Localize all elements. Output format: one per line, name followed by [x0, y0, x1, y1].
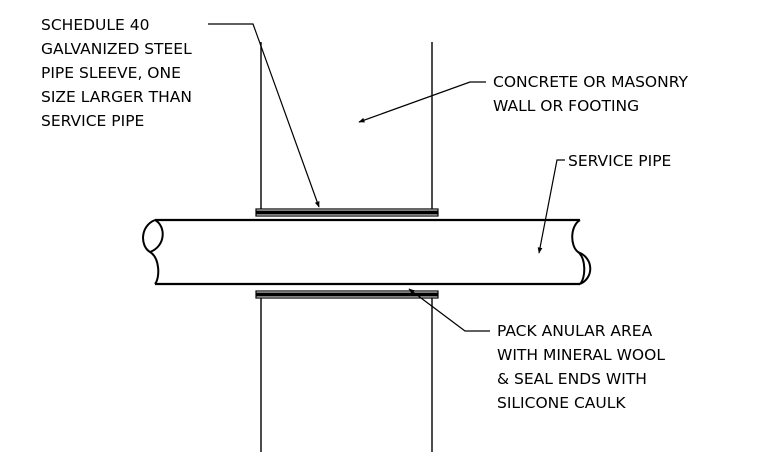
sleeve-leader — [208, 23, 320, 208]
wall-callout-text: CONCRETE OR MASONRY WALL OR FOOTING — [493, 73, 693, 115]
pipe-sleeve-bottom — [255, 290, 439, 299]
pipe-sleeve-top — [255, 208, 439, 217]
sleeve-callout-line: PIPE SLEEVE, ONE — [41, 64, 181, 82]
packing-callout-line: SILICONE CAULK — [497, 394, 626, 412]
wall-leader — [358, 81, 486, 123]
sleeve-callout-text: SCHEDULE 40 GALVANIZED STEEL PIPE SLEEVE… — [41, 16, 197, 130]
sleeve-callout-line: GALVANIZED STEEL — [41, 40, 192, 58]
packing-callout-line: & SEAL ENDS WITH — [497, 370, 647, 388]
packing-leader — [408, 288, 490, 332]
packing-callout-line: WITH MINERAL WOOL — [497, 346, 665, 364]
wall-callout-line: CONCRETE OR MASONRY — [493, 73, 688, 91]
sleeve-callout-line: SCHEDULE 40 — [41, 16, 149, 34]
packing-callout-line: PACK ANULAR AREA — [497, 322, 653, 340]
sleeve-callout-line: SERVICE PIPE — [41, 112, 144, 130]
service-pipe-leader — [537, 159, 565, 254]
service-pipe — [142, 218, 592, 286]
packing-callout-text: PACK ANULAR AREA WITH MINERAL WOOL & SEA… — [497, 322, 670, 412]
service-pipe-callout-line: SERVICE PIPE — [568, 152, 671, 170]
service-pipe-callout-text: SERVICE PIPE — [568, 152, 671, 170]
wall-callout-line: WALL OR FOOTING — [493, 97, 639, 115]
sleeve-callout-line: SIZE LARGER THAN — [41, 88, 192, 106]
